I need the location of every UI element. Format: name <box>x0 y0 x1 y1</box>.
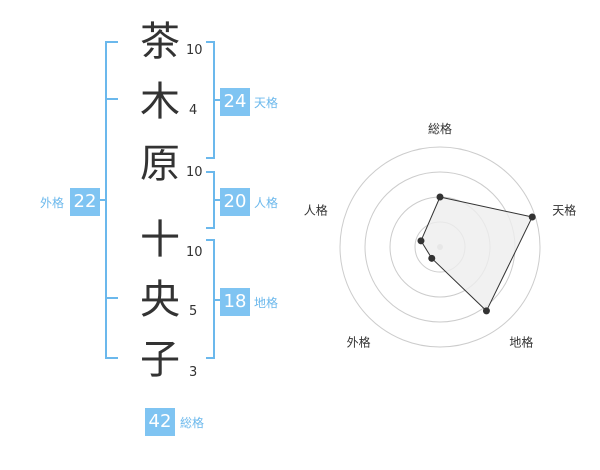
radar-point-4 <box>428 254 436 262</box>
radar-point-3 <box>482 307 490 315</box>
radar-point-2 <box>528 213 536 221</box>
radar-axis-label-4: 外格 <box>347 334 371 349</box>
jinkaku-label: 人格 <box>254 196 279 210</box>
radar-ring <box>339 146 541 348</box>
radar-axis-label-2: 天格 <box>552 203 576 218</box>
stroke-count-5: 5 <box>189 304 198 319</box>
radar-axis-label-1: 総格 <box>428 121 452 136</box>
bracket-lines <box>100 41 222 359</box>
radar-axis-label-5: 人格 <box>304 203 328 218</box>
gaikaku-label: 外格 <box>40 196 65 210</box>
gaikaku-value: 22 <box>70 188 100 216</box>
name-char-1: 茶 <box>140 19 180 65</box>
name-char-5: 央 <box>140 277 180 323</box>
chikaku-label: 地格 <box>254 296 279 310</box>
radar-series-polygon <box>420 196 533 312</box>
radar-axis-label-3: 地格 <box>509 334 533 349</box>
stroke-count-4: 10 <box>186 245 203 260</box>
stroke-count-2: 4 <box>189 103 198 118</box>
soukaku-label: 総格 <box>180 416 205 430</box>
tenkaku-label: 天格 <box>254 96 279 110</box>
chikaku-value: 18 <box>220 288 250 316</box>
stroke-count-3: 10 <box>186 165 203 180</box>
name-char-3: 原 <box>140 141 180 187</box>
radar-point-1 <box>436 193 444 201</box>
name-char-4: 十 <box>140 217 180 263</box>
stroke-count-1: 10 <box>186 43 203 58</box>
name-char-6: 子 <box>140 337 180 383</box>
jinkaku-value: 20 <box>220 188 250 216</box>
name-char-2: 木 <box>140 79 180 125</box>
stroke-count-6: 3 <box>189 365 198 380</box>
name-diagram: 茶 10 木 4 原 10 十 10 央 5 子 3 24 天格 20 人格 1… <box>40 19 279 436</box>
tenkaku-value: 24 <box>220 88 250 116</box>
soukaku-value: 42 <box>145 408 175 436</box>
radar-point-5 <box>417 237 425 245</box>
